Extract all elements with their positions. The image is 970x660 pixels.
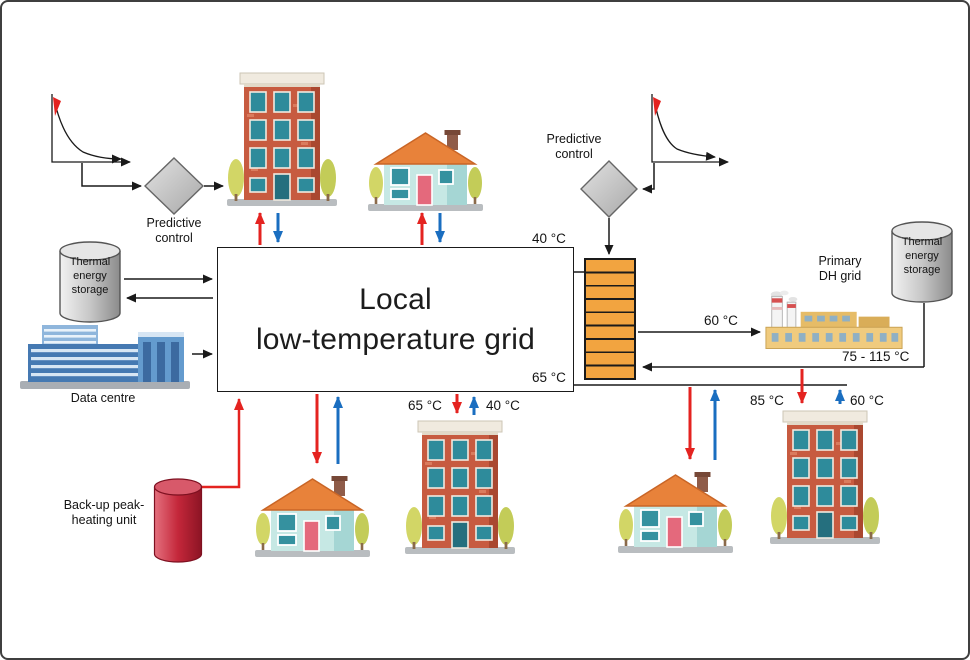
predictive-control-diamond-right-icon — [580, 160, 638, 218]
apartment-bottom-right-icon — [770, 406, 880, 548]
predictive-control-right-label: Predictive control — [546, 132, 602, 162]
black-connections — [81, 163, 925, 386]
house-bottom-left-icon — [255, 466, 370, 558]
temp-local-supply: 65 °C — [532, 370, 566, 385]
local-grid-box: Local low-temperature grid — [217, 247, 574, 392]
heat-exchanger-icon — [584, 258, 636, 380]
forecast-peak-marker — [53, 97, 61, 116]
temp-right-supply: 85 °C — [750, 393, 784, 408]
backup-heater-icon — [153, 476, 203, 566]
chart-to-control-right-arrow — [642, 163, 655, 194]
return-arrows — [273, 213, 845, 464]
temp-bottom-supply: 65 °C — [408, 398, 442, 413]
primary-grid-label: Primary DH grid — [818, 254, 862, 284]
house-bottom-right-icon — [618, 462, 733, 554]
predictive-control-left-label: Predictive control — [146, 216, 202, 246]
temp-primary-supply-range: 75 - 115 °C — [842, 349, 910, 364]
data-centre-label: Data centre — [70, 391, 136, 405]
thermal-storage-right-label: Thermal energy storage — [901, 236, 943, 276]
forecast-peak-marker — [653, 97, 661, 116]
apartment-top-icon — [227, 68, 337, 210]
data-centre-icon — [20, 322, 190, 390]
temp-bottom-return: 40 °C — [486, 398, 520, 413]
predictive-control-diamond-left-icon — [143, 157, 205, 215]
forecast-chart-right-icon — [651, 94, 729, 167]
apartment-bottom-icon — [405, 416, 515, 558]
forecast-chart-left-icon — [51, 94, 131, 167]
chart-to-control-left-arrow — [81, 163, 142, 191]
temp-primary-return: 60 °C — [704, 313, 738, 328]
temp-right-return: 60 °C — [850, 393, 884, 408]
backup-heater-label: Back-up peak- heating unit — [63, 498, 145, 528]
backup-heater-pipe — [184, 398, 244, 489]
temp-local-return-top: 40 °C — [532, 231, 566, 246]
local-grid-title: Local low-temperature grid — [255, 282, 536, 356]
house-top-icon — [368, 120, 483, 212]
thermal-storage-left-label: Thermal energy storage — [69, 256, 111, 296]
supply-arrows — [184, 212, 807, 489]
factory-icon — [764, 290, 904, 351]
